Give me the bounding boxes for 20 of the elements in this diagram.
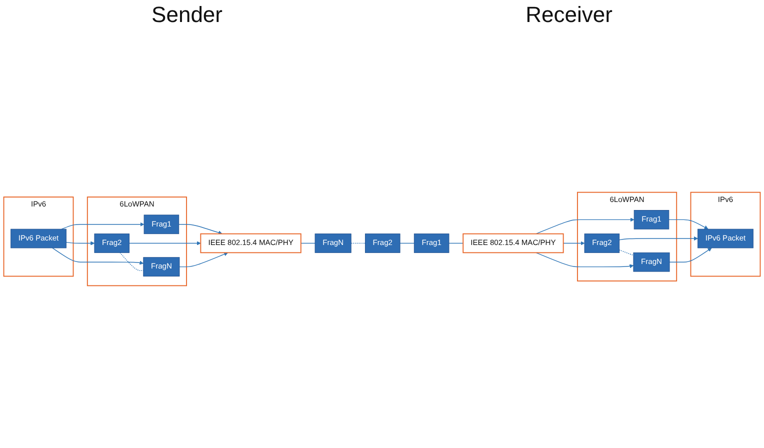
arrow	[668, 219, 708, 230]
arrow	[618, 236, 698, 241]
arrow	[536, 218, 634, 234]
arrow	[536, 252, 634, 268]
connector	[300, 242, 316, 244]
connector	[120, 252, 144, 271]
arrow	[61, 222, 144, 230]
side-heading: Sender	[152, 2, 222, 28]
arrow	[562, 241, 585, 246]
arrow	[52, 248, 144, 265]
arrow	[128, 241, 201, 246]
connector	[350, 242, 366, 244]
connector	[448, 242, 464, 244]
arrow	[178, 224, 222, 235]
arrow	[66, 241, 95, 246]
arrow	[179, 252, 228, 268]
connector	[618, 250, 634, 256]
side-heading: Receiver	[526, 2, 612, 28]
connector	[400, 242, 415, 244]
arrow	[669, 248, 712, 262]
